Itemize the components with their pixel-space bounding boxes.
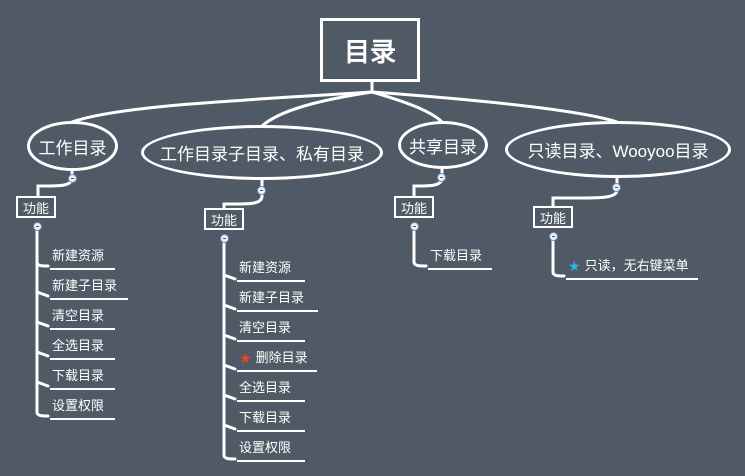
leaf-item[interactable]: 设置权限 <box>237 440 305 462</box>
function-label: 功能 <box>539 210 566 226</box>
collapse-toggle-icon[interactable] <box>549 232 558 241</box>
function-node[interactable]: 功能 <box>533 206 573 228</box>
root-node[interactable]: 目录 <box>320 18 420 82</box>
leaf-item[interactable]: ★ 删除目录 <box>237 350 317 372</box>
collapse-toggle-icon[interactable] <box>410 222 419 231</box>
leaf-label: 只读，无右键菜单 <box>584 258 689 273</box>
collapse-toggle-icon[interactable] <box>220 234 229 243</box>
collapse-toggle-icon[interactable] <box>33 222 42 231</box>
leaf-label: 新建子目录 <box>239 290 305 305</box>
collapse-toggle-icon[interactable] <box>257 186 266 195</box>
leaf-item[interactable]: 清空目录 <box>237 320 305 342</box>
branch-label: 工作目录 <box>38 138 107 158</box>
red-star-icon: ★ <box>239 350 252 366</box>
leaf-label: 下载目录 <box>239 410 292 425</box>
branch-label: 只读目录、Wooyoo目录 <box>527 142 709 161</box>
leaf-item[interactable]: 下载目录 <box>428 248 492 270</box>
collapse-toggle-icon[interactable] <box>437 173 446 182</box>
leaf-label: 新建子目录 <box>52 278 118 293</box>
leaf-item[interactable]: 新建子目录 <box>50 278 128 300</box>
function-node[interactable]: 功能 <box>16 196 56 218</box>
branch-label: 工作目录子目录、私有目录 <box>160 145 364 164</box>
root-label: 目录 <box>343 36 396 67</box>
branch-label: 共享目录 <box>409 137 477 157</box>
collapse-toggle-icon[interactable] <box>68 174 77 183</box>
leaf-label: 下载目录 <box>430 248 483 263</box>
function-node[interactable]: 功能 <box>394 196 434 218</box>
leaf-item[interactable]: 全选目录 <box>237 380 305 402</box>
leaf-label: 全选目录 <box>52 338 105 353</box>
blue-star-icon: ★ <box>568 258 581 274</box>
leaf-item[interactable]: 新建资源 <box>50 248 115 270</box>
branch-node-work-dir[interactable]: 工作目录 <box>27 121 118 171</box>
leaf-label: 新建资源 <box>52 248 105 263</box>
leaf-item[interactable]: 设置权限 <box>50 398 115 420</box>
leaf-item[interactable]: 下载目录 <box>50 368 115 390</box>
leaf-item[interactable]: 全选目录 <box>50 338 115 360</box>
leaf-label: 设置权限 <box>52 398 105 413</box>
branch-node-readonly-dir[interactable]: 只读目录、Wooyoo目录 <box>505 121 731 178</box>
branch-node-shared-dir[interactable]: 共享目录 <box>398 121 488 169</box>
function-node[interactable]: 功能 <box>204 208 244 230</box>
collapse-toggle-icon[interactable] <box>612 183 621 192</box>
leaf-item[interactable]: 清空目录 <box>50 308 115 330</box>
function-label: 功能 <box>400 200 427 216</box>
leaf-item[interactable]: ★ 只读，无右键菜单 <box>566 258 698 280</box>
leaf-label: 设置权限 <box>239 440 292 455</box>
function-label: 功能 <box>210 212 237 228</box>
leaf-item[interactable]: 下载目录 <box>237 410 305 432</box>
leaf-label: 清空目录 <box>52 308 105 323</box>
leaf-label: 删除目录 <box>255 350 308 365</box>
leaf-label: 下载目录 <box>52 368 105 383</box>
leaf-item[interactable]: 新建资源 <box>237 260 305 282</box>
branch-node-sub-private-dir[interactable]: 工作目录子目录、私有目录 <box>141 125 383 180</box>
function-label: 功能 <box>22 200 49 216</box>
leaf-label: 新建资源 <box>239 260 292 275</box>
leaf-label: 全选目录 <box>239 380 292 395</box>
leaf-label: 清空目录 <box>239 320 292 335</box>
leaf-item[interactable]: 新建子目录 <box>237 290 318 312</box>
